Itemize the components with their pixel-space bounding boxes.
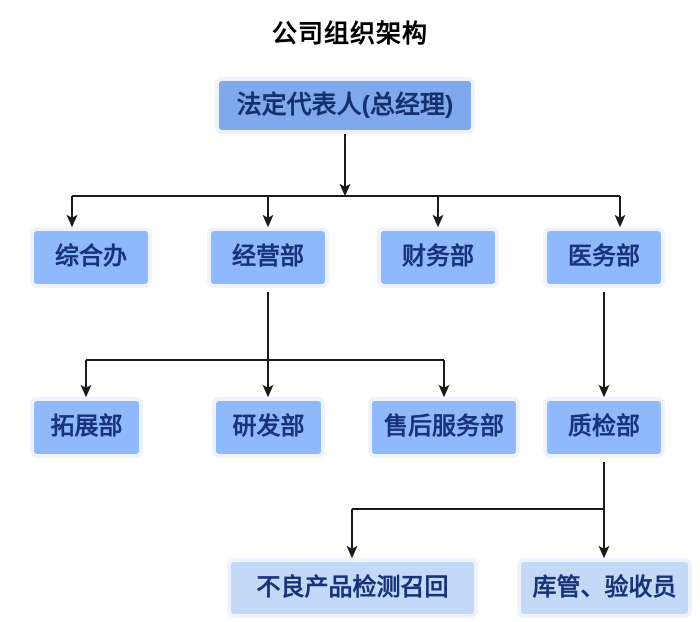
node-after-sales-service-department[interactable]: 售后服务部 [368,397,520,458]
node-label: 财务部 [402,243,474,271]
node-quality-inspection-department[interactable]: 质检部 [543,397,665,458]
node-warehouse-inspector[interactable]: 库管、验收员 [517,558,692,618]
node-label: 医务部 [568,243,640,271]
page-title: 公司组织架构 [271,20,428,48]
node-label: 拓展部 [50,413,123,441]
node-legal-representative[interactable]: 法定代表人(总经理) [215,77,475,134]
node-label: 售后服务部 [384,413,504,441]
node-research-development-department[interactable]: 研发部 [212,397,325,458]
node-label: 质检部 [568,413,640,441]
node-expansion-department[interactable]: 拓展部 [30,397,143,458]
node-label: 法定代表人(总经理) [236,90,454,119]
node-defective-product-detection-recall[interactable]: 不良产品检测召回 [227,558,478,618]
node-label: 不良产品检测召回 [256,573,449,601]
node-label: 研发部 [232,413,305,441]
node-operations-department[interactable]: 经营部 [207,227,329,288]
node-finance-department[interactable]: 财务部 [377,227,499,288]
node-general-office[interactable]: 综合办 [30,227,152,288]
node-label: 库管、验收员 [532,573,677,601]
node-medical-department[interactable]: 医务部 [543,227,665,288]
node-label: 经营部 [232,243,304,271]
node-label: 综合办 [55,243,127,271]
